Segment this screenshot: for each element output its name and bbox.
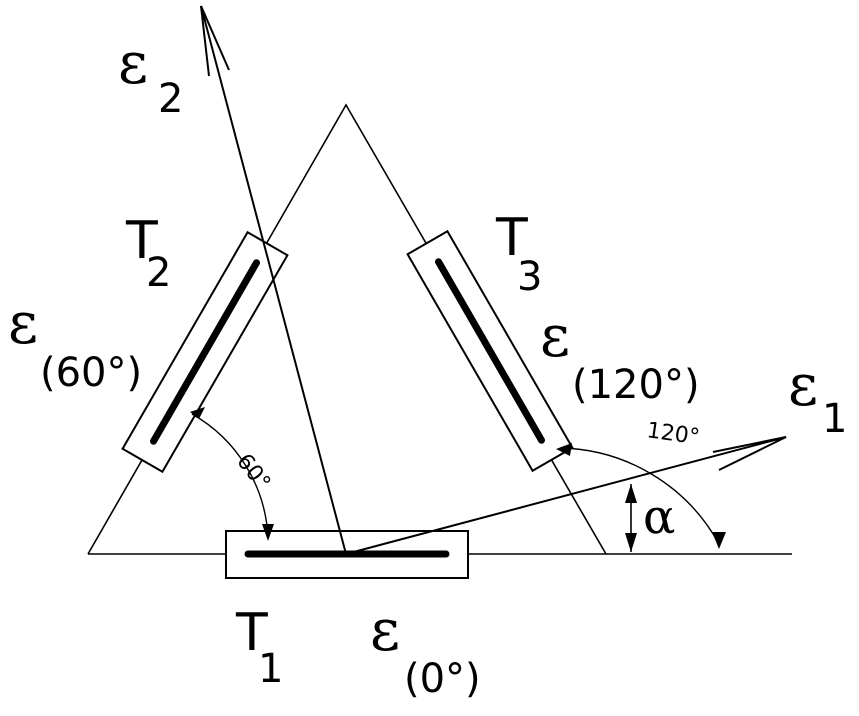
eps1-label: ε [788, 351, 818, 419]
t1-label: T [235, 603, 268, 663]
eps2-subscript: 2 [158, 76, 183, 122]
eps120-label: ε [540, 302, 570, 370]
gauge-t2 [121, 230, 289, 474]
gauge-t3 [406, 229, 574, 473]
angle-60-arc [190, 407, 274, 541]
eps0-subscript: (0°) [404, 656, 481, 702]
t2-label: T [125, 211, 158, 271]
alpha-dimension [625, 484, 637, 552]
eps0-label: ε [370, 596, 400, 664]
angle-120-arc [556, 443, 726, 549]
angle-60-label: 60° [231, 449, 275, 495]
t3-label: T [495, 208, 528, 268]
eps1-subscript: 1 [822, 396, 847, 442]
alpha-label: α [643, 489, 675, 545]
eps2-label: ε [118, 29, 148, 97]
eps60-subscript: (60°) [40, 350, 142, 396]
triangle-outline [87, 103, 607, 555]
t2-subscript: 2 [146, 250, 171, 296]
t3-subscript: 3 [517, 254, 542, 300]
t1-subscript: 1 [258, 646, 283, 692]
eps1-arrow [345, 436, 787, 555]
eps60-label: ε [8, 289, 38, 357]
eps120-subscript: (120°) [572, 362, 700, 408]
angle-120-label: 120° [645, 418, 701, 450]
eps2-arrow [200, 5, 347, 555]
